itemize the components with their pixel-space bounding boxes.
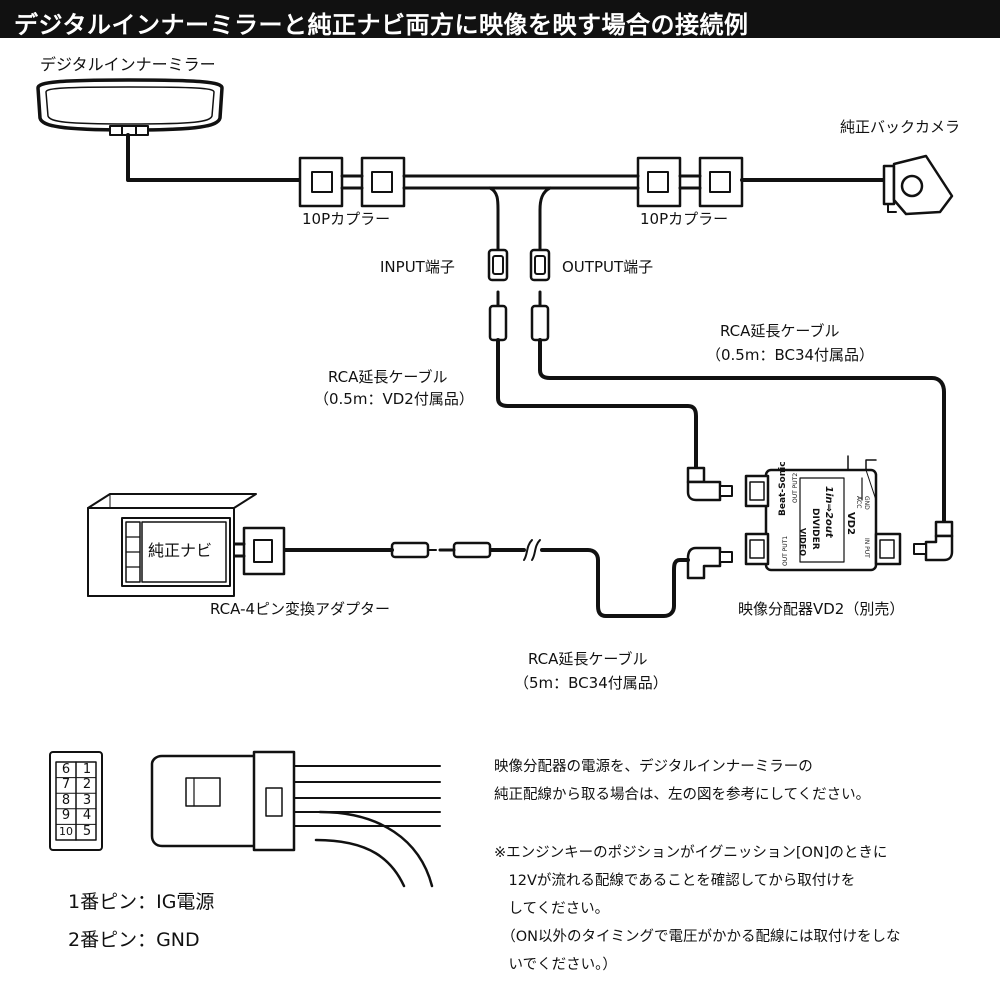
pin1-description: 1番ピン：IG電源: [68, 891, 215, 913]
rca-plug-navi-side-icon: [438, 541, 492, 559]
coupler-right-label: 10Pカプラー: [640, 210, 729, 228]
note-line-6: （ON以外のタイミングで電圧がかかる配線には取付けをしな: [494, 929, 901, 945]
pin-number-7: 7: [61, 777, 71, 792]
navi-label: 純正ナビ: [148, 541, 213, 560]
rca-right-angle-right-icon: [913, 520, 954, 562]
rca-5m-label-1: RCA延長ケーブル: [528, 650, 648, 668]
rca-vd2-label-2: （0.5m：VD2付属品）: [314, 390, 474, 408]
rca-vd2-label-1: RCA延長ケーブル: [328, 368, 448, 386]
vd2-gnd-label: GND: [863, 496, 870, 510]
rca-bc34-label-1: RCA延長ケーブル: [720, 322, 840, 340]
vd2-model: VD2: [845, 512, 856, 535]
rca-right-angle-lower-icon: [686, 546, 733, 580]
mirror-label: デジタルインナーミラー: [40, 55, 216, 74]
pin-number-9: 9: [61, 808, 71, 823]
divider-label: 映像分配器VD2（別売）: [738, 600, 905, 618]
rca-4pin-adapter-icon: [230, 526, 286, 576]
rca-input-terminal-icon: [487, 248, 509, 282]
diagram-title: デジタルインナーミラーと純正ナビ両方に映像を映す場合の接続例: [14, 11, 749, 39]
coupler-left-icon: [298, 156, 406, 208]
rca-adapter-jack-icon: [390, 541, 437, 559]
back-camera-icon: [882, 154, 954, 216]
rca-output-terminal-icon: [529, 248, 551, 282]
vd2-name2: DIVIDER: [810, 508, 820, 550]
coupler-side-view-icon: [150, 750, 441, 888]
vd2-brand: Beat-Sonic: [778, 461, 788, 516]
note-line-4: 12Vが流れる配線であることを確認してから取付けを: [494, 873, 856, 889]
input-terminal-label: INPUT端子: [380, 258, 455, 276]
coupler-right-icon: [636, 156, 744, 208]
rca-5m-label-2: （5m：BC34付属品）: [514, 674, 668, 692]
navi-unit-icon: [87, 493, 257, 597]
vd2-input-label: IN PUT: [863, 538, 870, 558]
adapter-label: RCA-4ピン変換アダプター: [210, 600, 391, 618]
vd2-out2-label: OUT PUT2: [792, 472, 799, 503]
pin-connector-face-icon: [49, 751, 103, 851]
coupler-left-label: 10Pカプラー: [302, 210, 391, 228]
video-divider-device: [744, 468, 902, 572]
vd2-name1: VIDEO: [798, 528, 807, 557]
pin-number-1: 1: [82, 762, 92, 777]
title-bar: デジタルインナーミラーと純正ナビ両方に映像を映す場合の接続例: [0, 0, 1000, 39]
pin-number-10: 10: [59, 825, 73, 838]
digital-mirror-icon: [36, 78, 224, 136]
vd2-acc-label: ACC: [855, 496, 862, 509]
pin-number-8: 8: [61, 793, 71, 808]
note-line-3: ※エンジンキーのポジションがイグニッション[ON]のときに: [494, 845, 888, 861]
note-line-1: 映像分配器の電源を、デジタルインナーミラーの: [494, 759, 813, 775]
rca-right-angle-top-icon: [686, 466, 733, 502]
rca-plug-right-icon: [530, 290, 550, 342]
pin-number-3: 3: [82, 793, 92, 808]
camera-label: 純正バックカメラ: [840, 118, 961, 136]
pin-number-5: 5: [82, 824, 92, 839]
pin-number-4: 4: [82, 808, 92, 823]
rca-bc34-label-2: （0.5m：BC34付属品）: [706, 346, 875, 364]
vd2-out1-label: OUT PUT1: [782, 535, 789, 566]
rca-plug-left-icon: [488, 290, 508, 342]
pin-number-6: 6: [61, 762, 71, 777]
note-line-5: してください。: [494, 901, 610, 917]
output-terminal-label: OUTPUT端子: [562, 258, 654, 276]
note-line-7: いでください。）: [494, 957, 617, 973]
note-line-2: 純正配線から取る場合は、左の図を参考にしてください。: [494, 787, 871, 803]
pin2-description: 2番ピン：GND: [68, 929, 200, 951]
pin-number-2: 2: [82, 777, 92, 792]
vd2-ratio: 1in⇒2out: [823, 486, 834, 538]
